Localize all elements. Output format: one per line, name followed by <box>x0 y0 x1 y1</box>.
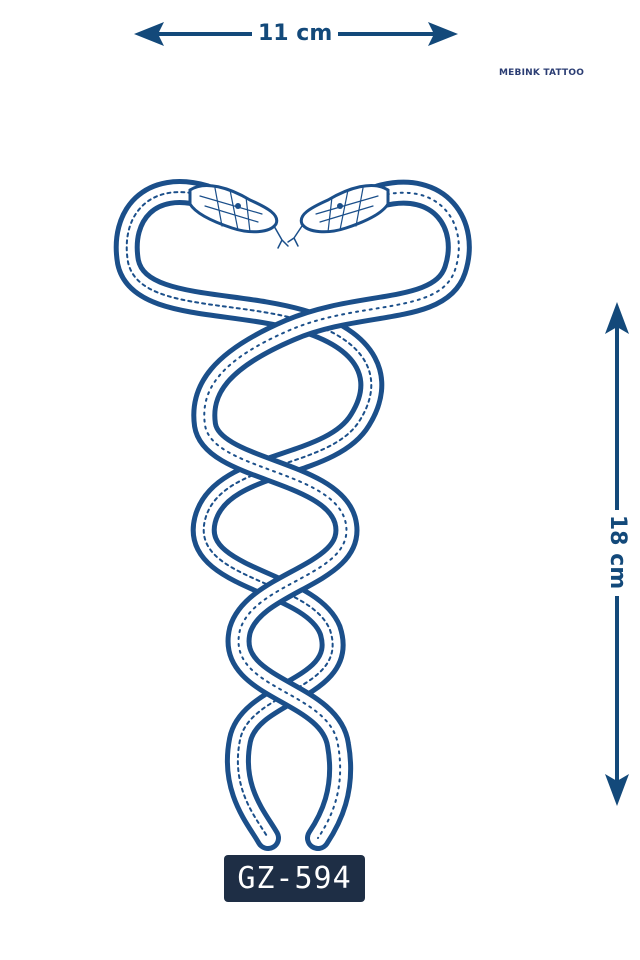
height-arrow <box>605 302 629 806</box>
width-dimension-label: 11 cm <box>254 23 337 45</box>
snake-right-head <box>287 183 390 247</box>
snake-left-head <box>188 183 289 249</box>
product-code: GZ-594 <box>237 861 352 896</box>
product-code-badge: GZ-594 <box>224 855 365 902</box>
twin-snakes-icon <box>113 179 472 851</box>
brand-logo-text: MEBINK TATTOO <box>499 68 585 78</box>
height-dimension-label: 18 cm <box>605 510 630 594</box>
width-arrow <box>134 22 458 46</box>
